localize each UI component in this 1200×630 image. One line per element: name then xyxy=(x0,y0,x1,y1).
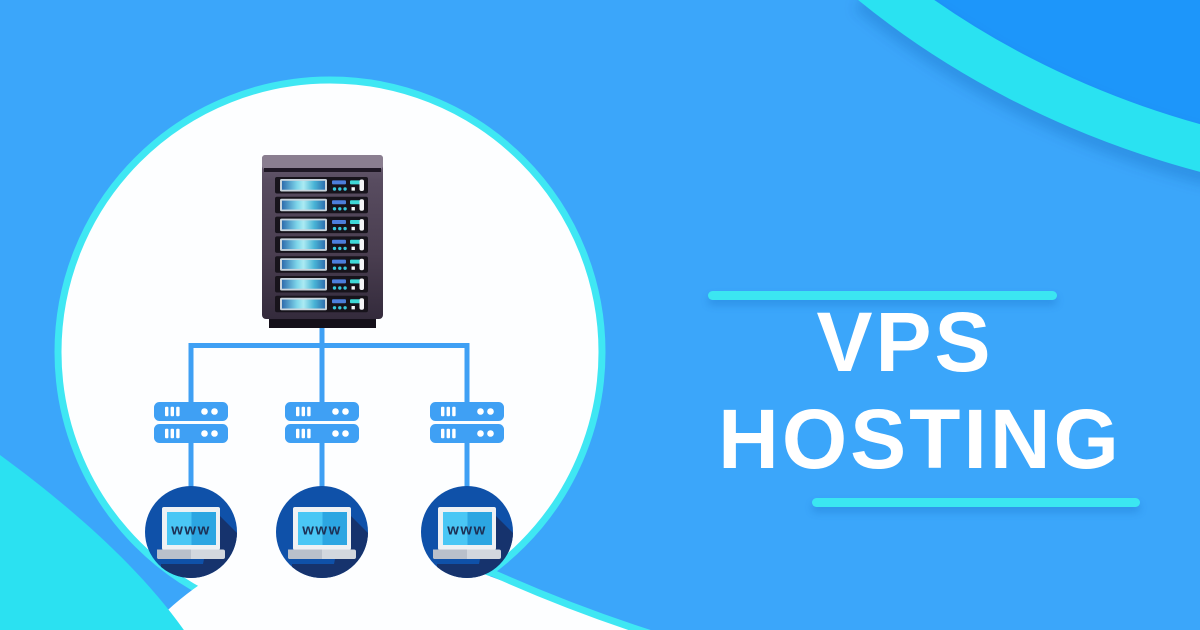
accent-line-bottom xyxy=(812,498,1140,507)
client-circle: www xyxy=(145,486,237,578)
cyan-wedge-bottom-left xyxy=(0,455,184,630)
accent-line-top xyxy=(708,291,1057,300)
www-label: www xyxy=(446,522,487,539)
white-bottom-wave xyxy=(147,540,651,630)
client-circle: www xyxy=(421,486,513,578)
cyan-wave-top-right xyxy=(854,0,1200,184)
connection-lines xyxy=(188,315,470,496)
www-label: www xyxy=(301,522,342,539)
heading-hosting: HOSTING xyxy=(718,392,1122,486)
www-label: www xyxy=(170,522,211,539)
heading-vps: VPS xyxy=(816,295,994,389)
client-circle: www xyxy=(276,486,368,578)
server-rack-icon xyxy=(262,155,383,328)
